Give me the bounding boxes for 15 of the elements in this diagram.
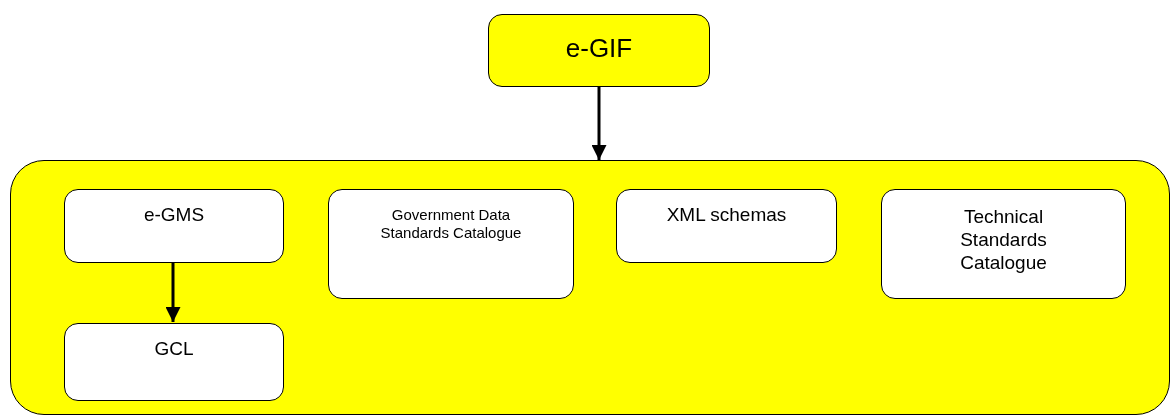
container-box [10,160,1170,415]
box-label: Government Data Standards Catalogue [379,205,523,242]
process-box [64,323,284,401]
box-label: e-GMS [142,203,206,227]
box-label: Technical Standards Catalogue [959,205,1048,275]
box-label: XML schemas [665,203,788,227]
arrow [165,262,181,322]
process-box [881,189,1126,299]
box-label: GCL [153,337,195,361]
arrow [591,87,607,160]
box-label: e-GIF [564,32,634,65]
process-box [328,189,574,299]
process-box [616,189,837,263]
process-box [64,189,284,263]
process-box [488,14,710,87]
